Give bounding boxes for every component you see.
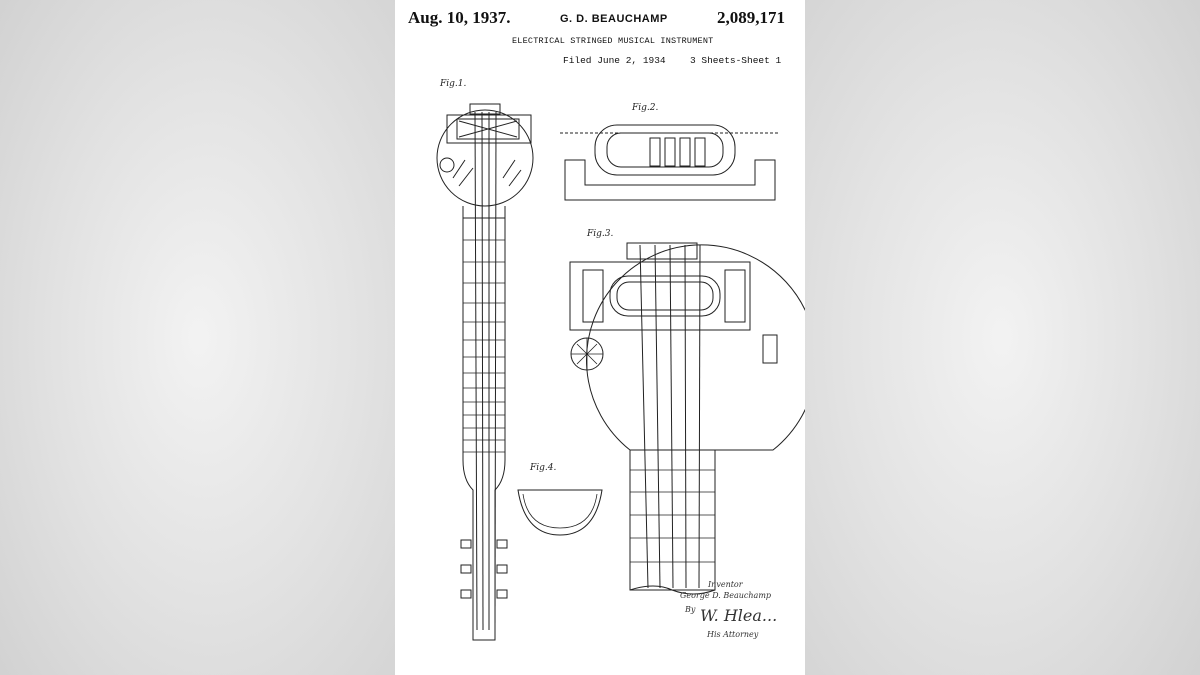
- fig1-tuning-pegs: [461, 540, 507, 598]
- fig1-instrument: Fig.1.: [437, 79, 533, 640]
- signature-mark: W. Hlea...: [700, 606, 777, 625]
- fig1-string: [495, 112, 496, 630]
- signature-role: Inventor: [708, 580, 743, 589]
- fig1-neck: [463, 218, 505, 640]
- fig4-label: Fig.4.: [529, 463, 556, 473]
- fig1-knob: [440, 158, 454, 172]
- blurred-backdrop-left: [0, 0, 395, 675]
- fig2-label: Fig.2.: [631, 103, 658, 113]
- fig1-string: [475, 112, 477, 630]
- fig3-clamp-left: [583, 270, 603, 322]
- fig2-section: Fig.2.: [560, 103, 780, 200]
- signature-attorney: His Attorney: [707, 630, 758, 639]
- fig3-string: [699, 245, 700, 588]
- patent-sheet: Aug. 10, 1937. G. D. BEAUCHAMP 2,089,171…: [395, 0, 805, 675]
- fig3-pickup-inner: [617, 282, 713, 310]
- fig3-string: [640, 245, 648, 588]
- fig3-string: [670, 245, 673, 588]
- fig3-string: [655, 245, 660, 588]
- fig1-shading: [453, 160, 521, 186]
- fig2-coils: [650, 138, 705, 166]
- patent-drawing: Fig.1.: [395, 0, 805, 675]
- fig3-clamp-right: [725, 270, 745, 322]
- signature-by: By: [685, 605, 695, 614]
- fig3-bridge: [570, 262, 750, 330]
- fig4-inner: [523, 494, 597, 528]
- fig3-jack: [763, 335, 777, 363]
- fig4-neck-section: Fig.4.: [518, 463, 602, 535]
- signature-inventor: George D. Beauchamp: [680, 591, 771, 600]
- fig1-string: [482, 112, 483, 630]
- fig1-label: Fig.1.: [439, 79, 466, 89]
- fig3-string: [685, 245, 686, 588]
- blurred-backdrop-right: [805, 0, 1200, 675]
- fig1-frets: [463, 240, 505, 452]
- fig3-label: Fig.3.: [586, 229, 613, 239]
- fig3-body-view: Fig.3.: [570, 229, 805, 594]
